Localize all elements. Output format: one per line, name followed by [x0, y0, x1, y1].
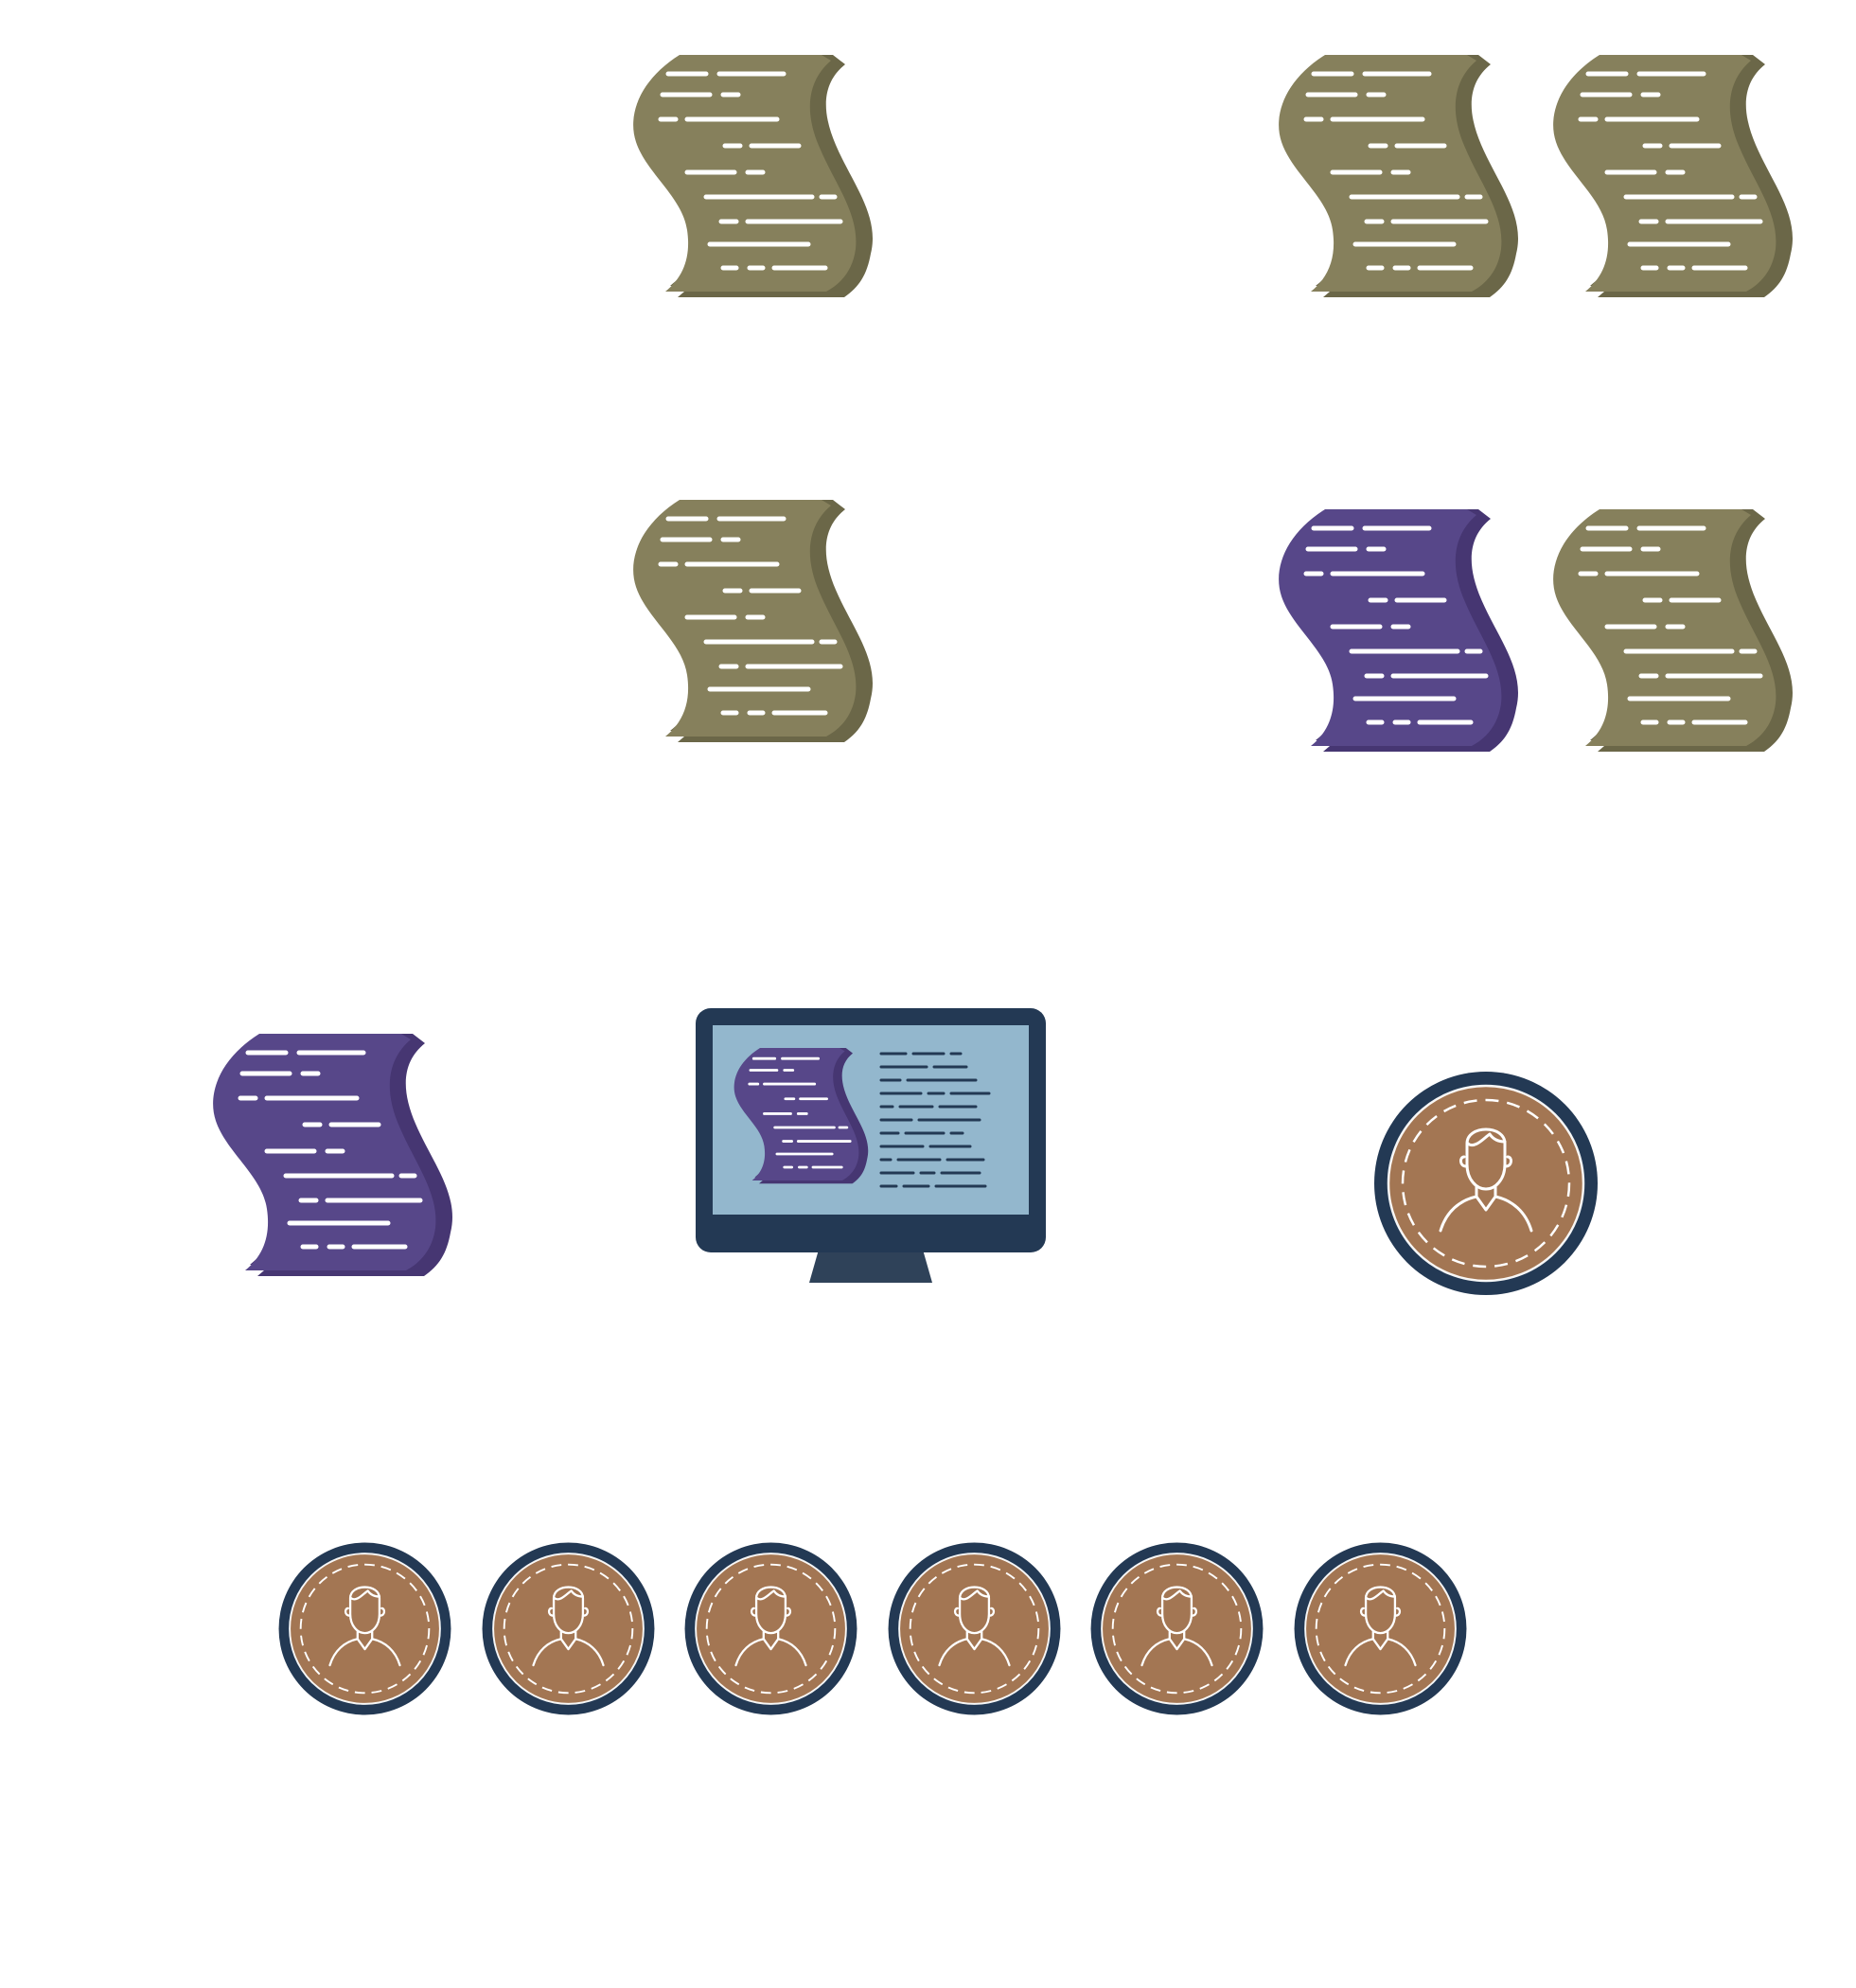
user-avatar-icon — [1293, 1541, 1468, 1716]
document-scroll-icon-highlighted — [1278, 509, 1529, 752]
user-avatar-icon — [277, 1541, 452, 1716]
user-avatar-icon — [1372, 1070, 1600, 1297]
user-avatar-icon — [683, 1541, 858, 1716]
document-scroll-icon-highlighted — [212, 1034, 463, 1276]
document-scroll-icon — [632, 55, 883, 297]
user-avatar-icon — [887, 1541, 1062, 1716]
document-scroll-icon — [1552, 509, 1803, 752]
document-scroll-icon — [1552, 55, 1803, 297]
document-scroll-icon — [632, 500, 883, 742]
monitor-document-icon — [696, 1008, 1046, 1292]
document-scroll-icon — [1278, 55, 1529, 297]
user-avatar-icon — [481, 1541, 656, 1716]
user-avatar-icon — [1089, 1541, 1264, 1716]
